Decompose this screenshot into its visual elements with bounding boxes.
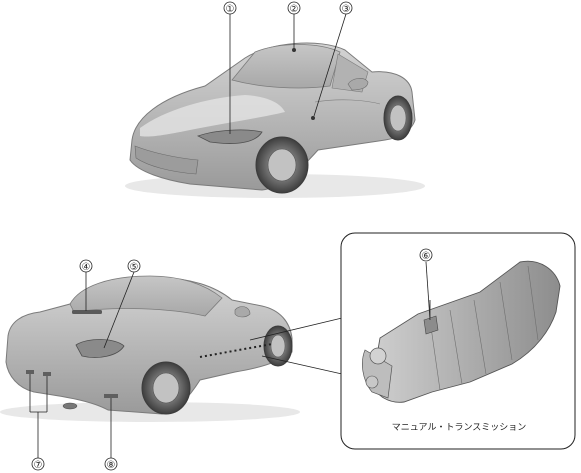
callout-3: ③ [313, 1, 353, 117]
callout-6-line [425, 261, 431, 321]
front-car-illustration [125, 42, 425, 198]
marker-3-label: ③ [342, 4, 351, 15]
marker-5-label: ⑤ [130, 262, 139, 273]
marker-4-label: ④ [82, 262, 91, 273]
transmission-inset: ⑥ マニュアル・トランスミッション [340, 232, 576, 450]
callout-8: ⑧ [104, 398, 118, 471]
rear-car-illustration [0, 275, 300, 422]
callout-6-circle [419, 248, 433, 262]
marker-6-label: ⑥ [422, 251, 431, 262]
marker-1-label: ① [226, 4, 235, 15]
callout-7: ⑦ [29, 374, 48, 471]
callout-2: ② [287, 1, 301, 48]
marker-7-label: ⑦ [34, 460, 43, 471]
callout-1: ① [223, 1, 237, 134]
inset-connector [249, 317, 343, 375]
marker-2-label: ② [290, 4, 299, 15]
marker-8-label: ⑧ [107, 460, 116, 471]
callout-4: ④ [79, 259, 93, 311]
callout-5: ⑤ [103, 259, 141, 349]
inset-caption: マニュアル・トランスミッション [392, 422, 527, 433]
